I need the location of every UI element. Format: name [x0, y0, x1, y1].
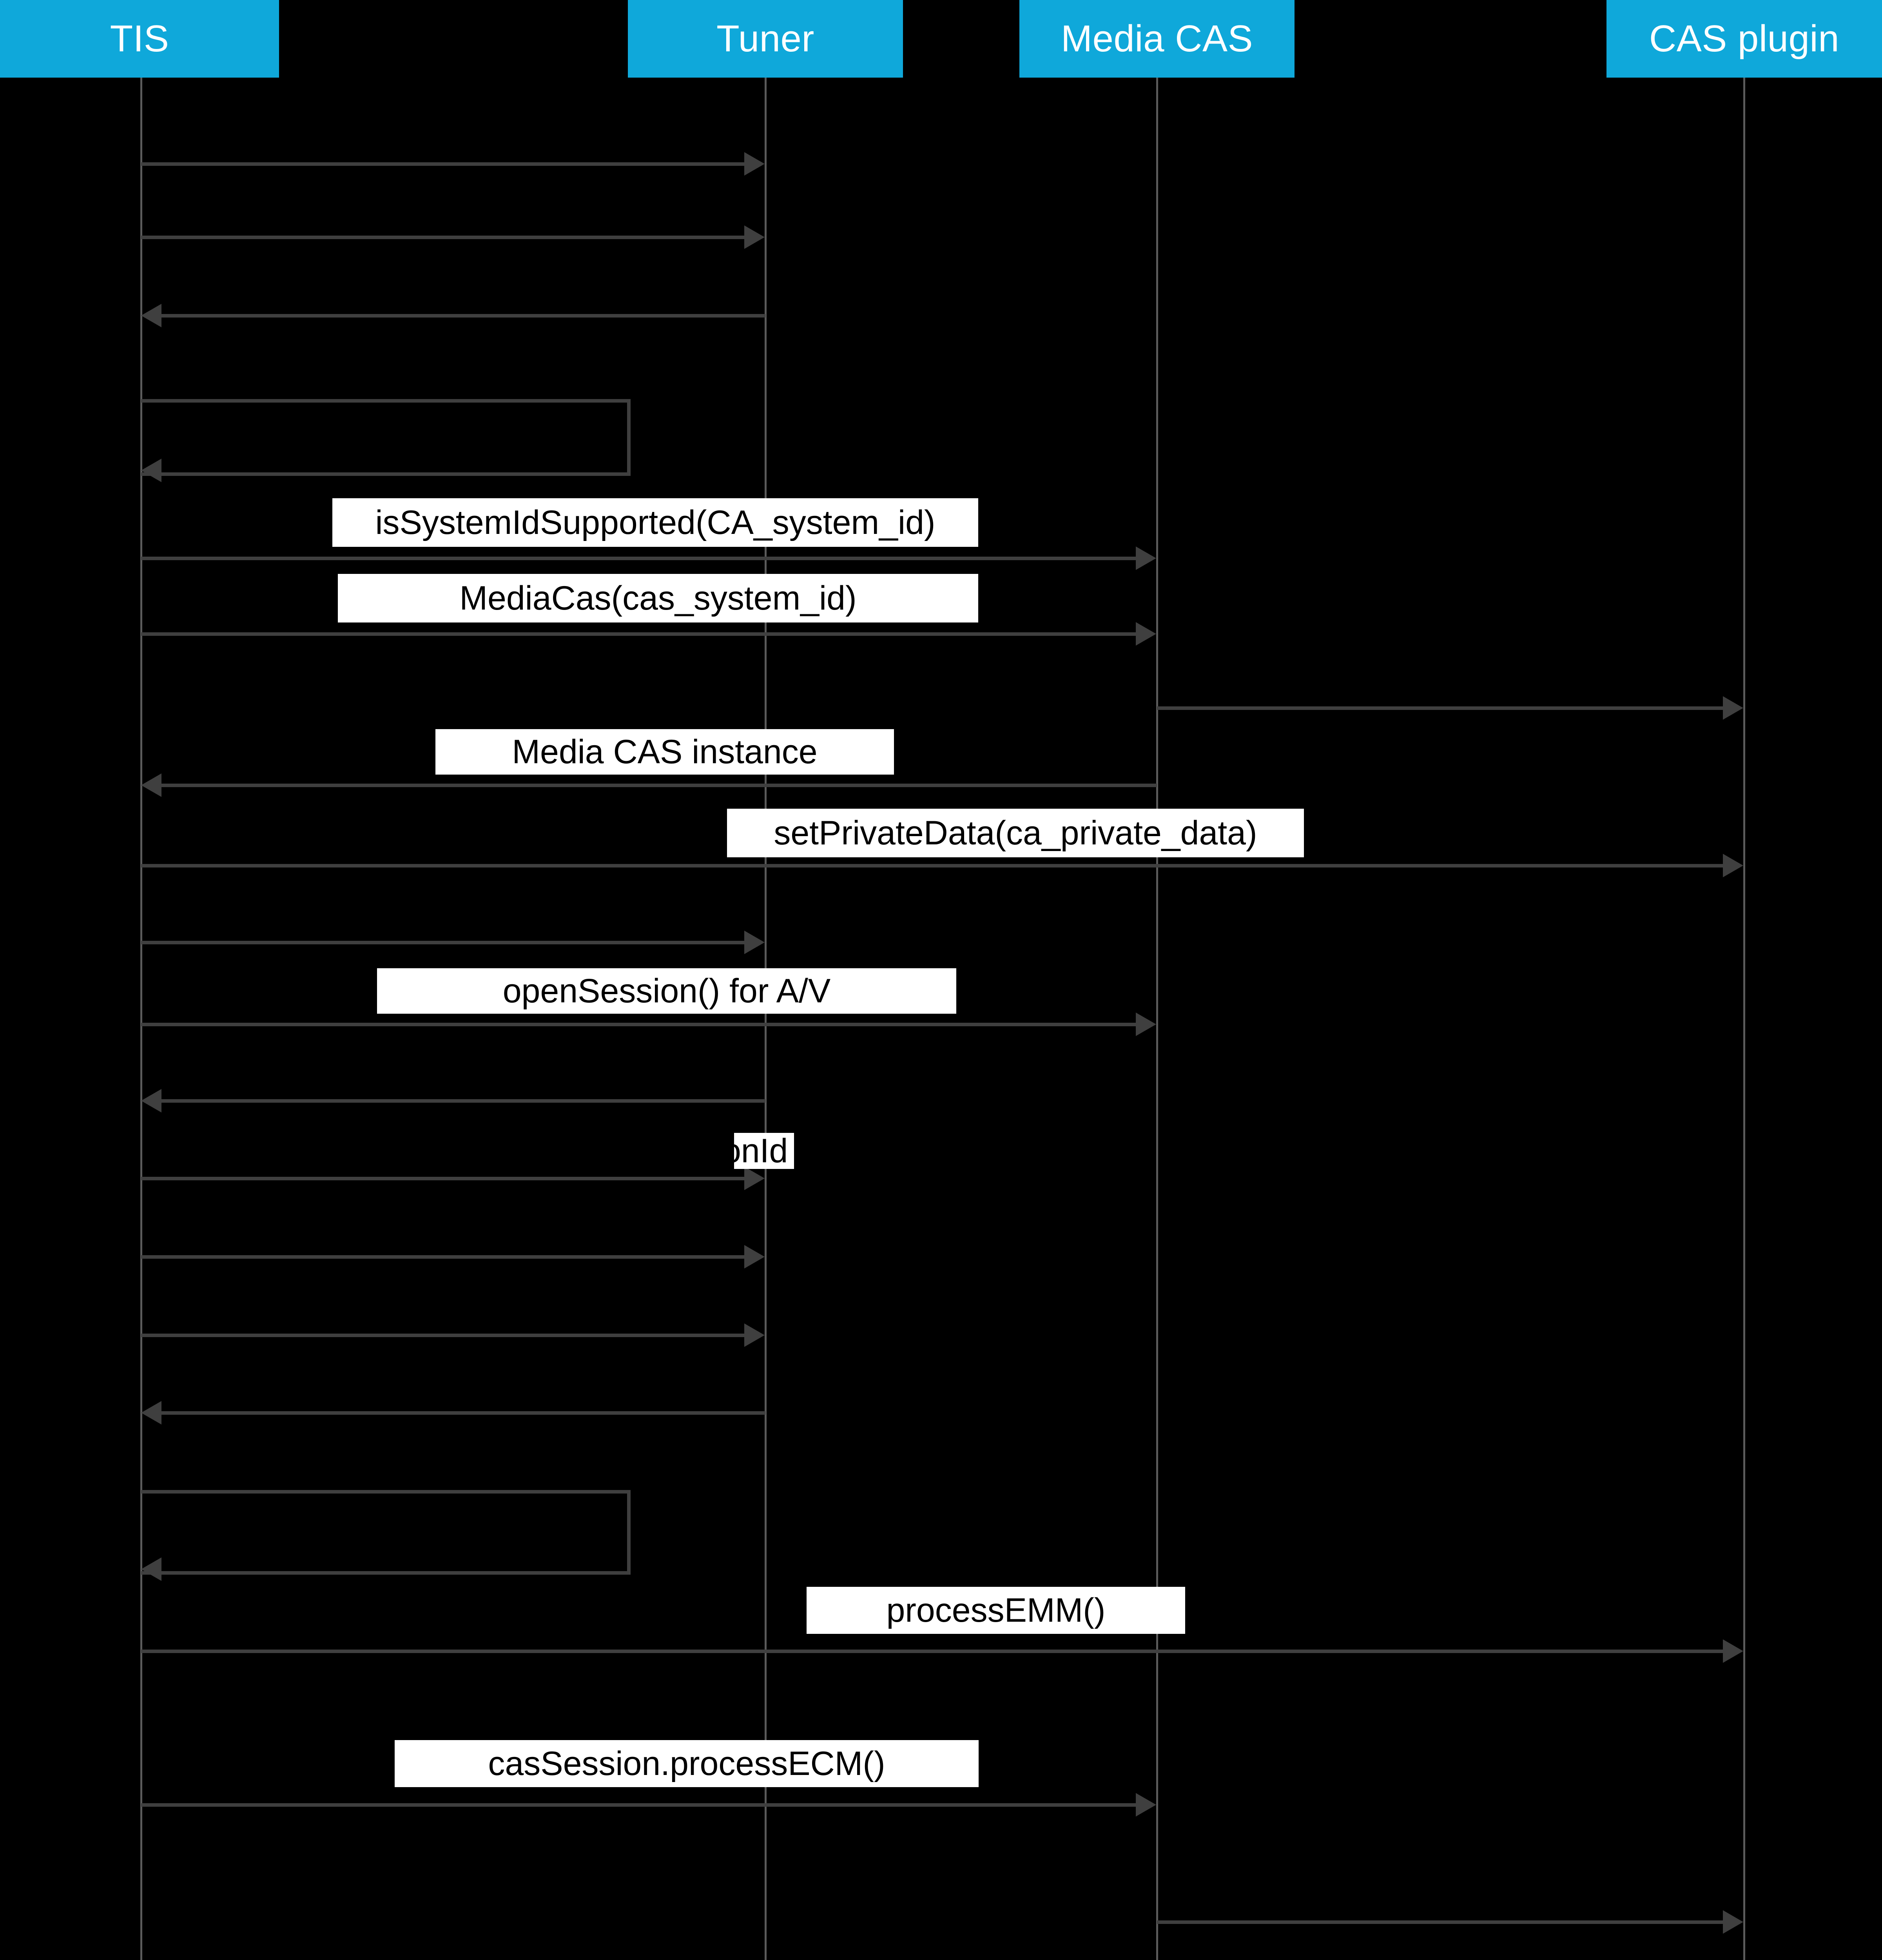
arrow-head-m18: [1723, 1639, 1743, 1663]
arrow-head-m8: [141, 773, 161, 797]
participant-header-mediacas[interactable]: Media CAS: [1019, 0, 1295, 78]
self-message-loop-m4: [141, 399, 631, 476]
arrow-head-m20: [1723, 1910, 1743, 1934]
self-message-loop-m17: [141, 1490, 631, 1575]
lifeline-mediacas: [1156, 78, 1158, 1960]
message-label-m6: MediaCas(cas_system_id): [338, 574, 978, 622]
arrow-head-m1: [744, 152, 765, 176]
participant-header-tis[interactable]: TIS: [0, 0, 279, 78]
message-label-m8: Media CAS instance: [435, 729, 894, 775]
message-line-m10: [141, 941, 745, 944]
arrow-head-m13: [744, 1167, 765, 1190]
arrow-head-m10: [744, 931, 765, 954]
message-line-m8: [161, 784, 1157, 787]
lifeline-casplugin: [1743, 78, 1745, 1960]
arrow-head-m15: [744, 1323, 765, 1347]
arrow-head-m5: [1136, 546, 1156, 570]
arrow-head-m14: [744, 1245, 765, 1269]
participant-label-casplugin: CAS plugin: [1649, 18, 1840, 60]
message-label-m9: setPrivateData(ca_private_data): [727, 809, 1304, 857]
message-label-text-m5: isSystemIdSupported(CA_system_id): [375, 503, 936, 541]
arrow-head-m4: [141, 459, 161, 482]
message-line-m14: [141, 1255, 745, 1259]
participant-label-mediacas: Media CAS: [1061, 18, 1253, 60]
message-label-text-m9: setPrivateData(ca_private_data): [774, 814, 1257, 852]
participant-label-tis: TIS: [110, 18, 169, 60]
message-line-m3: [161, 314, 765, 318]
message-label-text-m6: MediaCas(cas_system_id): [459, 579, 857, 617]
message-line-m5: [141, 557, 1137, 560]
message-line-m7: [1157, 706, 1723, 710]
message-label-text-m8: Media CAS instance: [512, 733, 818, 771]
arrow-head-m11: [1136, 1013, 1156, 1036]
message-label-m13: onId: [734, 1133, 794, 1169]
arrow-head-m12: [141, 1089, 161, 1112]
message-line-m6: [141, 632, 1137, 636]
message-label-text-m13: onId: [734, 1133, 788, 1169]
message-line-m20: [1157, 1920, 1723, 1924]
participant-header-casplugin[interactable]: CAS plugin: [1606, 0, 1882, 78]
arrow-head-m17: [141, 1557, 161, 1581]
message-label-m11: openSession() for A/V: [377, 968, 956, 1014]
message-line-m18: [141, 1650, 1723, 1653]
message-label-text-m19: casSession.processECM(): [488, 1744, 885, 1782]
arrow-head-m3: [141, 304, 161, 327]
message-line-m15: [141, 1334, 745, 1337]
participant-header-tuner[interactable]: Tuner: [628, 0, 903, 78]
message-line-m1: [141, 162, 745, 166]
message-label-text-m18: processEMM(): [886, 1591, 1106, 1629]
message-line-m11: [141, 1023, 1137, 1026]
arrow-head-m16: [141, 1401, 161, 1425]
arrow-head-m7: [1723, 696, 1743, 720]
message-label-text-m11: openSession() for A/V: [502, 972, 831, 1010]
arrow-head-m9: [1723, 854, 1743, 877]
lifeline-tis: [140, 78, 142, 1960]
message-line-m16: [161, 1411, 765, 1415]
message-line-m9: [141, 864, 1723, 867]
arrow-head-m19: [1136, 1793, 1156, 1817]
participant-label-tuner: Tuner: [716, 18, 814, 60]
message-line-m13: [141, 1177, 745, 1180]
message-line-m19: [141, 1803, 1137, 1807]
message-label-m18: processEMM(): [807, 1587, 1185, 1634]
message-label-m19: casSession.processECM(): [395, 1740, 979, 1787]
message-label-m5: isSystemIdSupported(CA_system_id): [332, 498, 978, 547]
arrow-head-m6: [1136, 622, 1156, 646]
arrow-head-m2: [744, 225, 765, 249]
message-line-m12: [161, 1099, 765, 1103]
message-line-m2: [141, 236, 745, 239]
lifeline-tuner: [765, 78, 767, 1960]
